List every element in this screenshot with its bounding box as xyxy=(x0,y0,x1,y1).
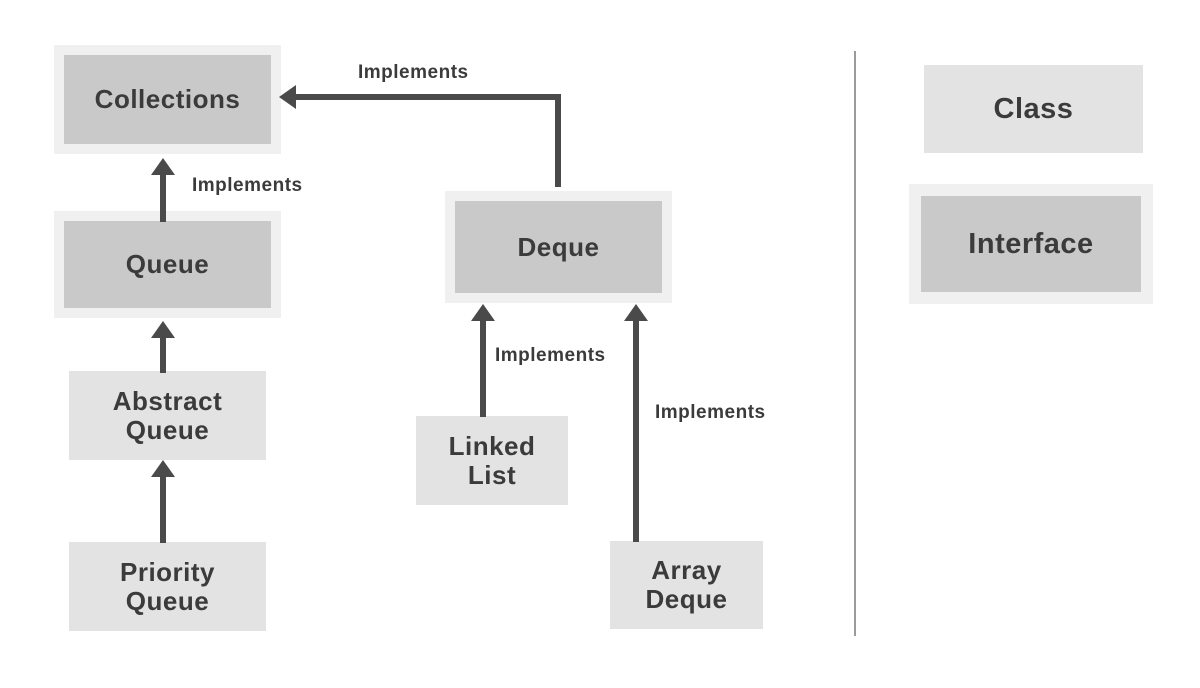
arrowhead-up-icon xyxy=(471,304,495,321)
node-collections-box: Collections xyxy=(64,55,271,144)
node-abstract-queue-label: Abstract Queue xyxy=(112,385,223,445)
node-queue-label: Queue xyxy=(125,249,210,280)
node-linked-list-label: Linked List xyxy=(448,430,536,490)
edge-label-deque-implements: Implements xyxy=(358,62,469,83)
node-queue-box: Queue xyxy=(64,221,271,308)
node-priority-queue: Priority Queue xyxy=(69,542,266,631)
arrowhead-up-icon xyxy=(624,304,648,321)
legend-class-swatch: Class xyxy=(924,65,1143,153)
node-collections-label: Collections xyxy=(94,84,241,115)
node-deque-label: Deque xyxy=(517,231,600,262)
node-array-deque: Array Deque xyxy=(610,541,763,629)
edge-label-linked-list-implements: Implements xyxy=(495,345,606,366)
legend-divider xyxy=(854,51,856,636)
node-array-deque-label: Array Deque xyxy=(645,555,728,614)
legend-interface-label: Interface xyxy=(968,227,1094,260)
arrowhead-left-icon xyxy=(279,85,296,109)
node-collections: Collections xyxy=(54,45,281,154)
legend-interface-swatch: Interface xyxy=(909,184,1153,304)
arrowhead-up-icon xyxy=(151,460,175,477)
node-deque: Deque xyxy=(445,191,672,303)
node-priority-queue-label: Priority Queue xyxy=(119,556,216,616)
legend-class-label: Class xyxy=(993,92,1074,125)
edge-label-queue-implements: Implements xyxy=(192,175,303,196)
node-queue: Queue xyxy=(54,211,281,318)
edge-label-array-deque-implements: Implements xyxy=(655,402,766,423)
arrowhead-up-icon xyxy=(151,158,175,175)
arrowhead-up-icon xyxy=(151,321,175,338)
node-abstract-queue: Abstract Queue xyxy=(69,371,266,460)
node-linked-list: Linked List xyxy=(416,416,568,505)
node-deque-box: Deque xyxy=(455,201,662,293)
